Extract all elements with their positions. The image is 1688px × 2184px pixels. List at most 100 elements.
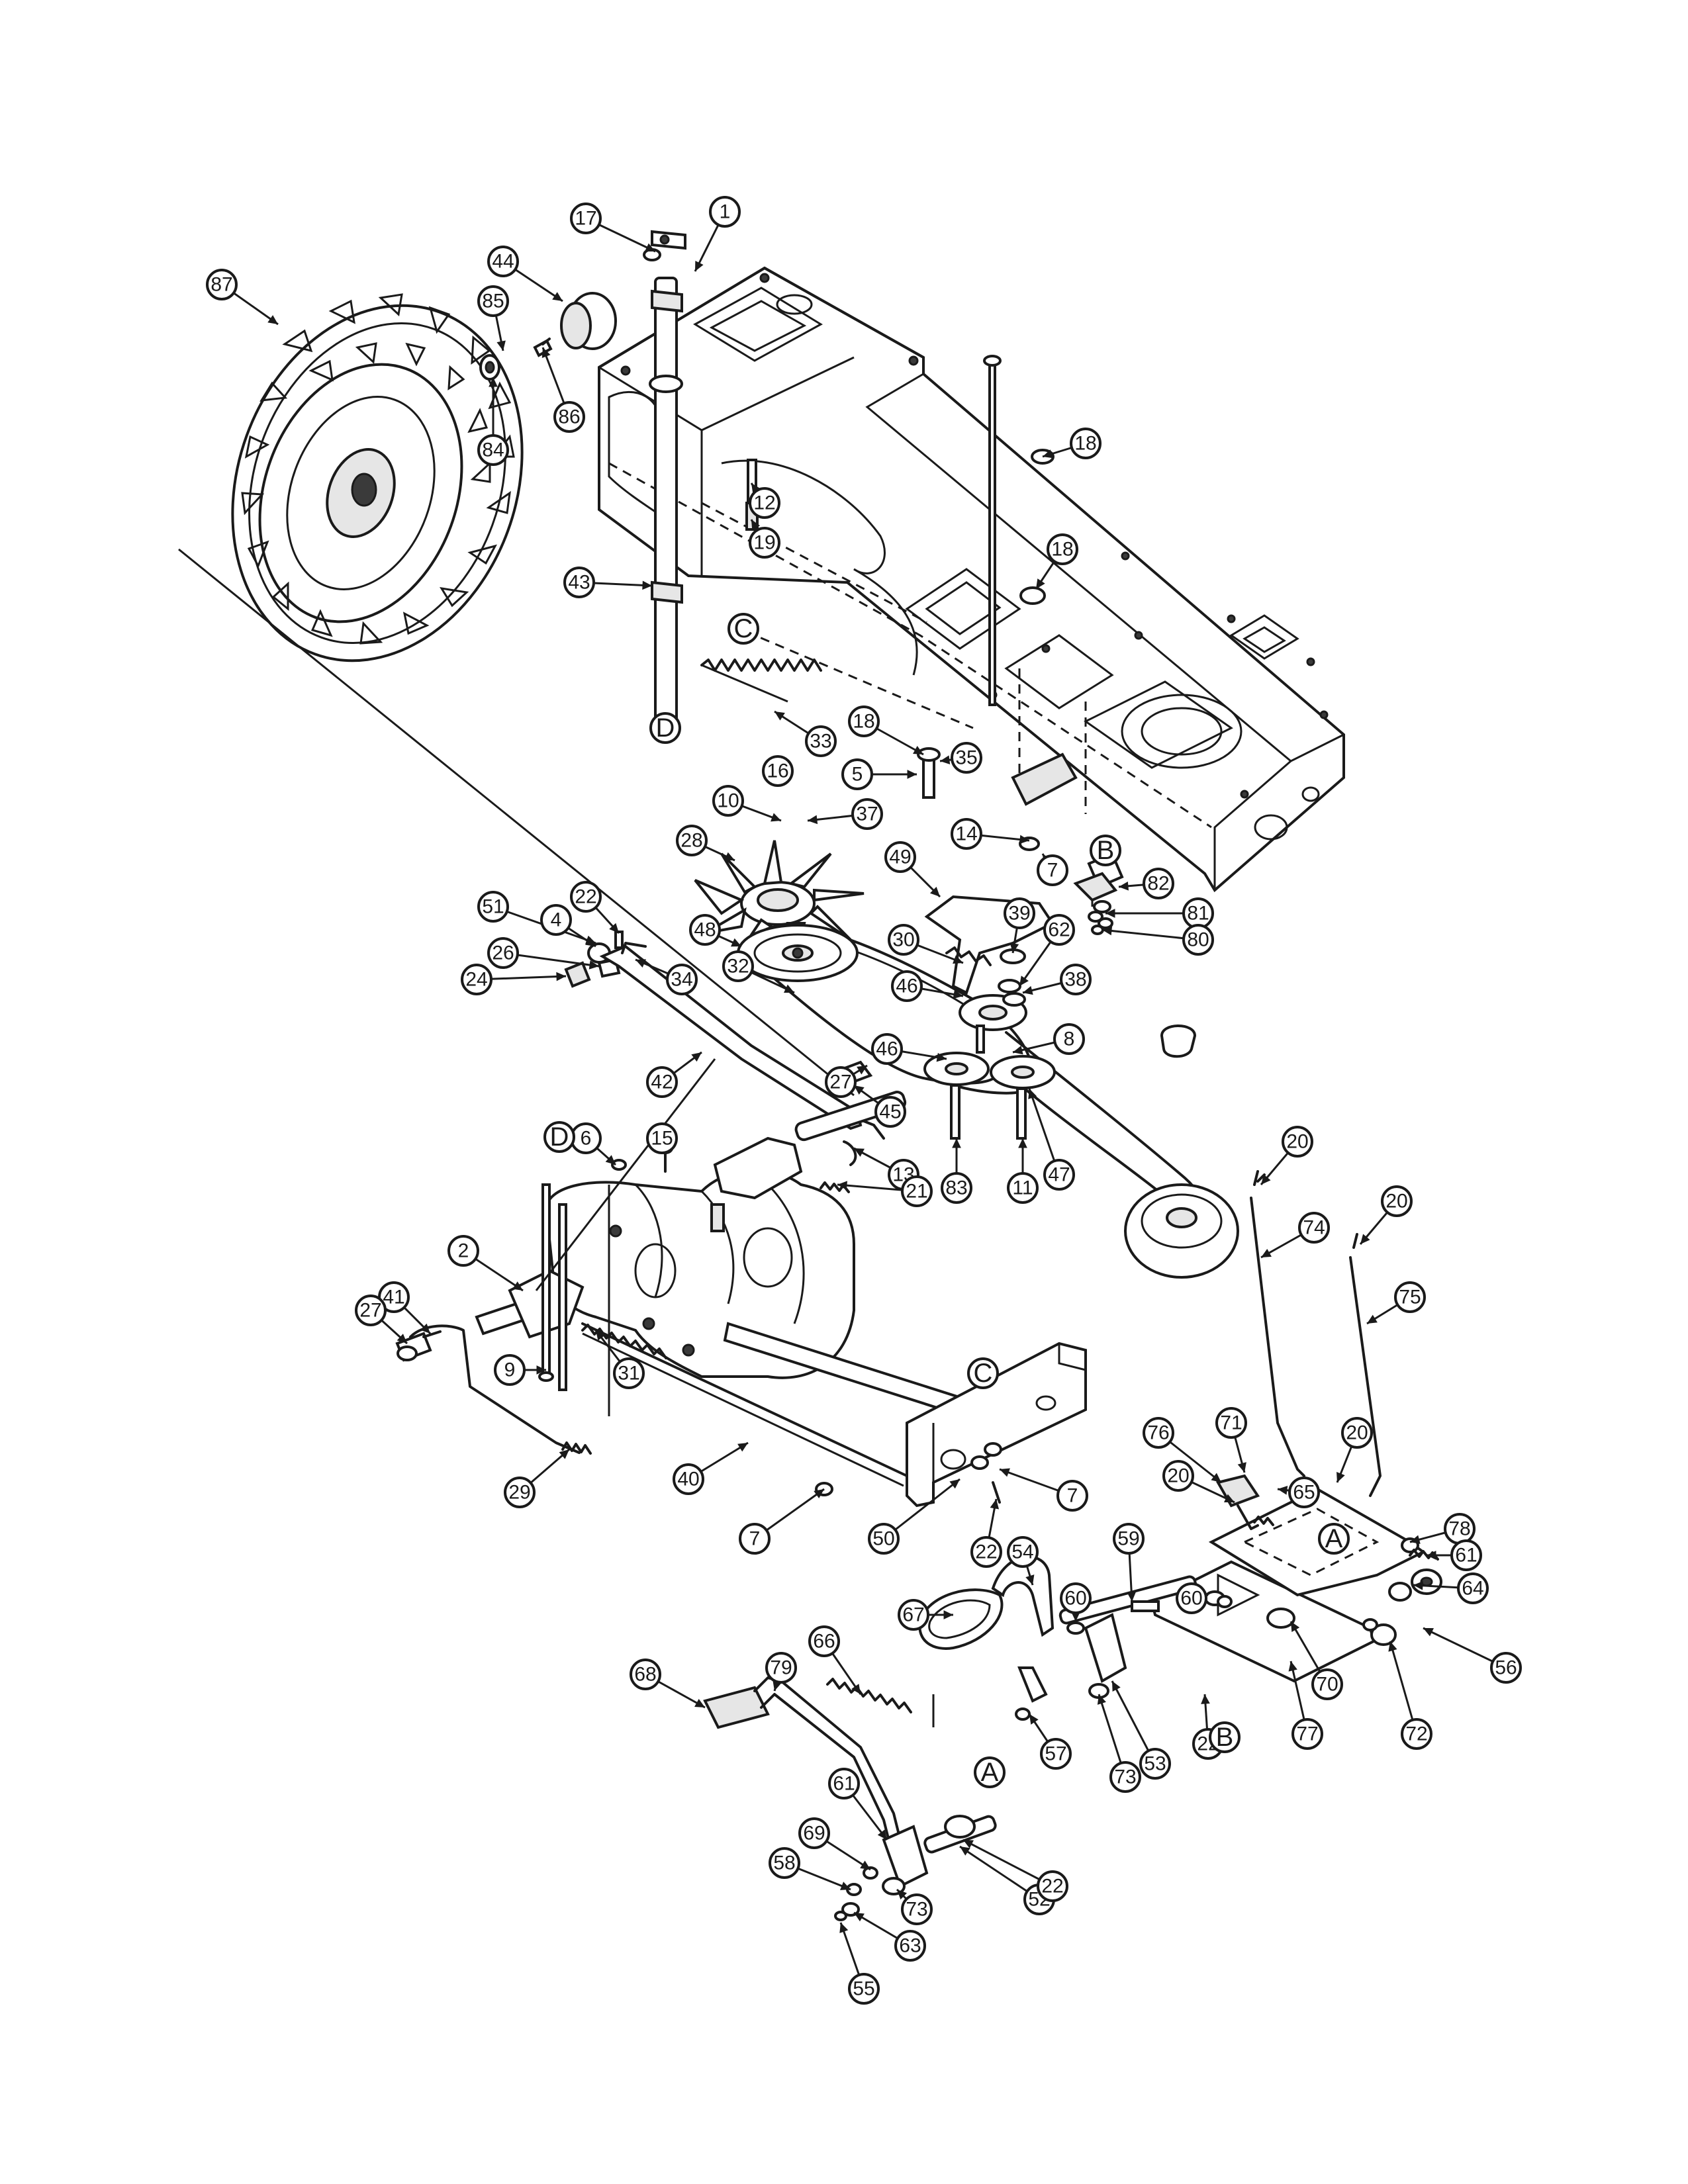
- callout-label: 61: [833, 1773, 855, 1795]
- callout-arrowhead: [1427, 1551, 1436, 1560]
- callout-arrowhead: [839, 1923, 849, 1933]
- callout-86: 86: [541, 347, 585, 433]
- callout-24: 24: [461, 964, 567, 995]
- callout-18: 18: [1042, 428, 1102, 459]
- callout-circle: [673, 1463, 704, 1495]
- callout-6: 6: [570, 1122, 616, 1166]
- callout-label: 17: [575, 208, 596, 230]
- reference-mark-circle: [1209, 1721, 1241, 1753]
- callout-arrowhead: [940, 755, 951, 764]
- callout-label: 61: [1455, 1545, 1477, 1567]
- callout-arrowhead: [536, 1365, 546, 1375]
- callout-arrowhead: [1023, 985, 1033, 995]
- callout-82: 82: [1118, 868, 1174, 899]
- hand-lever: [703, 1676, 997, 1921]
- reference-mark-label: B: [1216, 1723, 1234, 1752]
- callout-circle: [1043, 1159, 1075, 1191]
- callout-circle: [762, 755, 794, 787]
- callout-58: 58: [769, 1847, 851, 1891]
- callout-circle: [951, 818, 982, 850]
- callout-arrowhead: [936, 1052, 947, 1062]
- callout-circle: [1037, 1870, 1068, 1902]
- callout-arrowhead: [267, 315, 278, 324]
- callout-circle: [722, 950, 754, 982]
- callout-8: 8: [1012, 1023, 1085, 1055]
- callout-label: 22: [975, 1541, 997, 1563]
- callout-label: 56: [1495, 1657, 1517, 1679]
- callout-44: 44: [487, 246, 563, 302]
- callout-label: 79: [770, 1657, 792, 1679]
- callout-74: 74: [1260, 1212, 1330, 1259]
- callout-label: 20: [1346, 1422, 1368, 1444]
- callout-circle: [970, 1536, 1002, 1568]
- callout-1: 1: [694, 196, 741, 272]
- callout-label: 16: [767, 760, 788, 782]
- callout-arrowhead: [1201, 1694, 1210, 1704]
- callout-label: 31: [618, 1363, 639, 1385]
- callout-circle: [563, 567, 595, 598]
- switch-82: [1073, 872, 1118, 935]
- callout-circle: [1143, 1417, 1174, 1449]
- callout-circle: [1004, 897, 1035, 929]
- callout-42: 42: [646, 1051, 702, 1098]
- callout-10: 10: [712, 785, 782, 822]
- callout-label: 6: [581, 1128, 592, 1150]
- callout-arrowhead: [1224, 1494, 1235, 1503]
- reference-mark-circle: [727, 613, 759, 645]
- callout-4: 4: [540, 904, 596, 948]
- callout-arrowhead: [1119, 881, 1129, 891]
- callout-label: 59: [1117, 1528, 1139, 1550]
- callout-circle: [487, 246, 519, 277]
- callout-54: 54: [1007, 1536, 1039, 1586]
- dashed-link: [731, 624, 974, 729]
- callout-41: 41: [378, 1281, 432, 1335]
- callout-label: 77: [1296, 1723, 1318, 1745]
- callout-label: 19: [753, 532, 775, 554]
- wheel-hub-parts: [479, 292, 617, 381]
- callout-circle: [798, 1817, 830, 1849]
- callout-arrowhead: [953, 955, 963, 964]
- callout-33: 33: [774, 710, 837, 757]
- rods-74-75: [1250, 1170, 1382, 1497]
- callout-46: 46: [871, 1033, 947, 1065]
- callout-28: 28: [676, 825, 735, 862]
- callout-label: 4: [551, 909, 562, 931]
- callout-leader: [1389, 1641, 1418, 1735]
- callout-label: 7: [1047, 860, 1058, 882]
- callout-label: 9: [504, 1359, 516, 1381]
- callout-arrowhead: [1291, 1621, 1300, 1632]
- callout-arrowhead: [953, 989, 963, 999]
- callout-circle: [630, 1659, 661, 1690]
- callout-arrowhead: [724, 852, 735, 861]
- callout-label: 40: [677, 1469, 699, 1490]
- callout-label: 33: [810, 731, 831, 752]
- callout-21: 21: [837, 1175, 933, 1207]
- callout-label: 48: [694, 919, 716, 941]
- callout-circle: [1162, 1460, 1194, 1492]
- callout-label: 87: [211, 274, 232, 296]
- callout-circle: [841, 758, 873, 790]
- callout-circle: [1341, 1417, 1373, 1449]
- callout-label: 78: [1448, 1518, 1470, 1540]
- callout-arrowhead: [585, 937, 596, 946]
- callout-arrowhead: [1278, 1486, 1288, 1495]
- callout-circle: [1490, 1652, 1522, 1684]
- callout-arrowhead: [645, 243, 655, 251]
- callout-arrowhead: [737, 1443, 748, 1452]
- reference-mark-label: C: [974, 1359, 993, 1388]
- callout-label: 22: [1041, 1876, 1063, 1897]
- callout-label: 24: [465, 969, 487, 991]
- callout-arrowhead: [1367, 1314, 1378, 1324]
- callout-arrowhead: [1009, 942, 1019, 953]
- callout-50: 50: [868, 1478, 961, 1555]
- callout-circle: [206, 269, 238, 300]
- reference-mark-label: D: [656, 713, 675, 743]
- callout-arrowhead: [588, 960, 599, 970]
- callout-49: 49: [884, 841, 941, 898]
- callout-arrowhead: [952, 1138, 961, 1148]
- callout-circle: [1043, 914, 1075, 946]
- callout-label: 28: [680, 830, 702, 852]
- callout-label: 81: [1187, 903, 1209, 925]
- callout-circle: [769, 1847, 800, 1879]
